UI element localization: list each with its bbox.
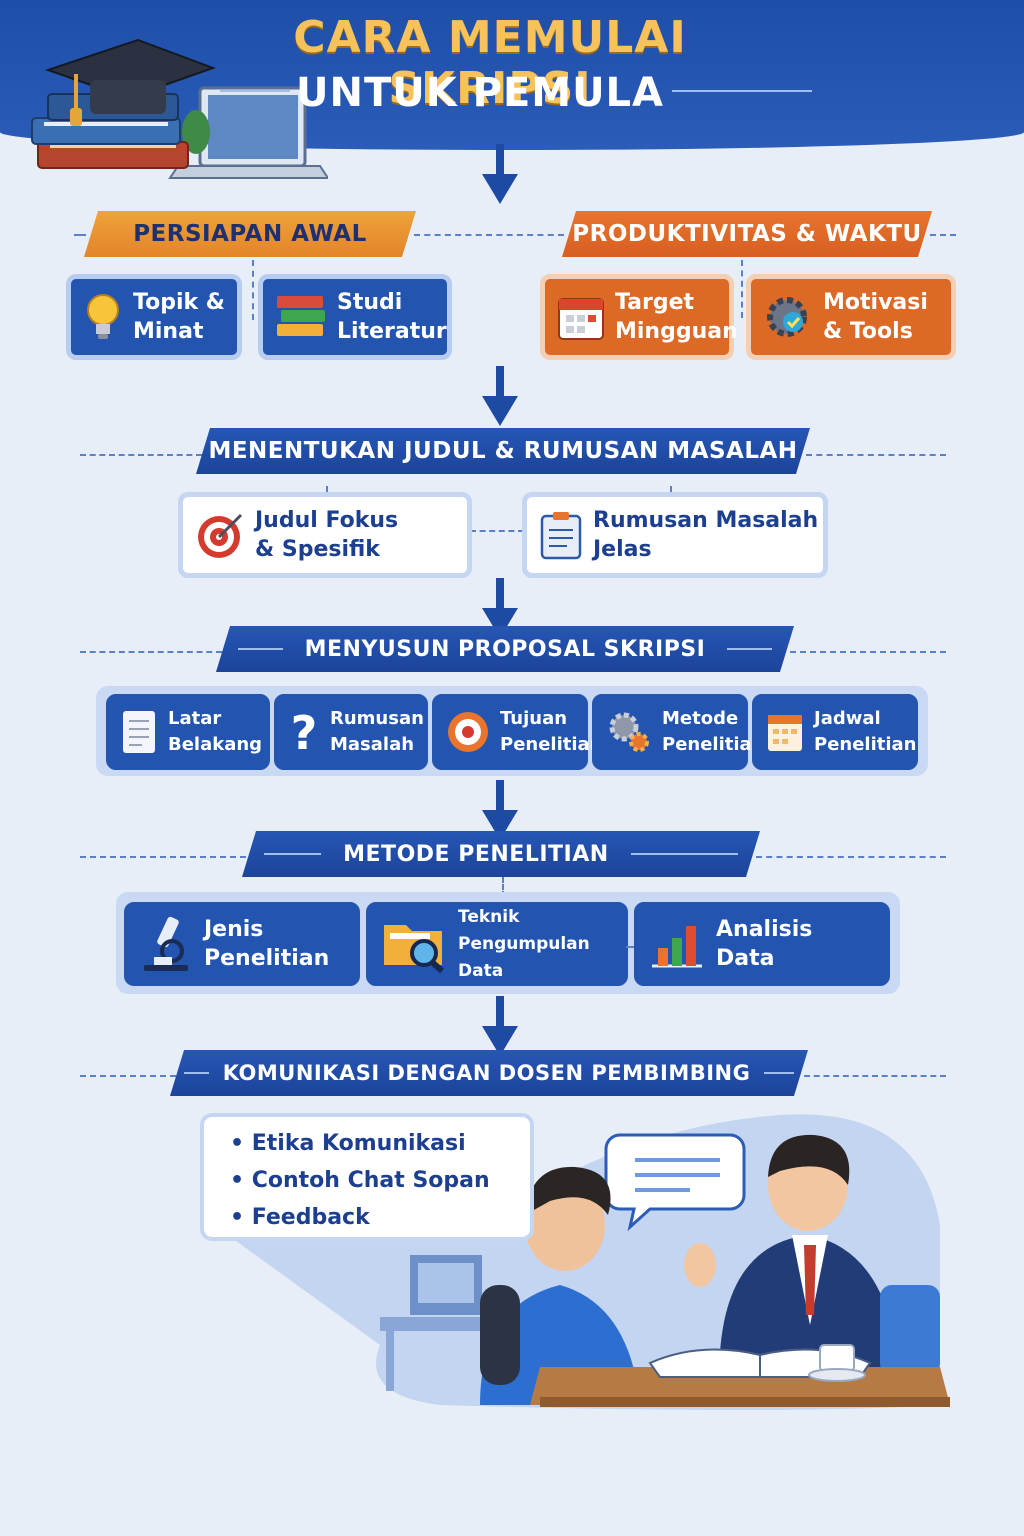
card-label: Metode Penelitian (662, 708, 765, 755)
target-arrow-icon (448, 712, 488, 752)
banner-label: KOMUNIKASI DENGAN DOSEN PEMBIMBING (222, 1061, 751, 1085)
card-label: Jenis Penelitian (204, 917, 330, 971)
banner-dash (238, 648, 283, 650)
section-banner-metode: METODE PENELITIAN (242, 831, 760, 877)
lightbulb-icon (87, 294, 119, 339)
folder-search-icon (384, 925, 445, 974)
card-teknik-pengumpulan-data: Teknik Pengumpulan Data (366, 902, 628, 986)
connector-line (930, 234, 956, 236)
microscope-icon (144, 916, 188, 971)
card-rumusan-masalah-jelas: Rumusan Masalah Jelas (522, 492, 828, 578)
card-label: Latar Belakang (168, 708, 263, 755)
card-jadwal-penelitian: Jadwal Penelitian (752, 694, 918, 770)
calendar-icon (768, 715, 802, 751)
section-banner-produktivitas: PRODUKTIVITAS & WAKTU (562, 211, 932, 257)
bullet-item: Feedback (230, 1199, 530, 1236)
target-icon (198, 513, 243, 558)
bullet-item: Etika Komunikasi (230, 1125, 530, 1162)
connector-line (252, 260, 254, 320)
connector-line (80, 1075, 176, 1077)
flow-arrow-1 (482, 144, 518, 204)
card-label: Rumusan Masalah Jelas (593, 508, 819, 562)
card-label: Rumusan Masalah (330, 708, 424, 755)
connector-line (756, 856, 946, 858)
banner-label: METODE PENELITIAN (343, 841, 609, 867)
section-banner-komunikasi: KOMUNIKASI DENGAN DOSEN PEMBIMBING (170, 1050, 808, 1096)
card-studi-literatur: Studi Literatur (258, 274, 452, 360)
connector-line (326, 486, 328, 496)
card-label: Topik & Minat (133, 290, 225, 344)
books-cap-laptop-illustration (31, 38, 328, 179)
card-metode-penelitian: Metode Penelitian (592, 694, 765, 770)
card-label: Teknik Pengumpulan Data (458, 906, 590, 981)
connector-line (670, 486, 672, 496)
flow-arrow-5 (482, 996, 518, 1056)
banner-dash (631, 853, 738, 855)
section-banner-persiapan: PERSIAPAN AWAL (84, 211, 416, 257)
consultation-scene-illustration (200, 1114, 950, 1410)
banner-dash (764, 1072, 794, 1074)
card-rumusan-masalah: ? Rumusan Masalah (274, 694, 428, 770)
card-target-mingguan: Target Mingguan (540, 274, 738, 360)
connector-line (414, 234, 564, 236)
header-divider-left (220, 90, 290, 92)
flow-arrow-2 (482, 366, 518, 426)
flow-arrow-3 (482, 578, 518, 638)
connector-line (806, 454, 946, 456)
banner-dash (184, 1072, 209, 1074)
banner-dash (727, 648, 772, 650)
clipboard-icon (540, 512, 582, 560)
section-banner-proposal: MENYUSUN PROPOSAL SKRIPSI (216, 626, 794, 672)
flow-arrow-4 (482, 780, 518, 840)
connector-line (741, 260, 743, 318)
card-label: Studi Literatur (337, 290, 447, 344)
connector-line (502, 877, 504, 897)
card-tujuan-penelitian: Tujuan Penelitian (432, 694, 603, 770)
question-icon: ? (291, 709, 318, 755)
komunikasi-bullet-list: Etika Komunikasi Contoh Chat Sopan Feedb… (200, 1113, 534, 1241)
connector-line (80, 856, 246, 858)
card-topik-minat: Topik & Minat (66, 274, 242, 360)
card-label: Jadwal Penelitian (814, 708, 917, 755)
connector-line (470, 530, 524, 532)
connector-line (80, 651, 222, 653)
card-label: Judul Fokus & Spesifik (255, 508, 399, 562)
card-label: Target Mingguan (615, 290, 738, 344)
gears-icon (609, 712, 649, 752)
card-analisis-data: Analisis Data (634, 902, 890, 986)
card-judul-fokus: Judul Fokus & Spesifik (178, 492, 472, 578)
bullet-item: Contoh Chat Sopan (230, 1162, 530, 1199)
gear-check-icon (767, 297, 807, 337)
document-icon (123, 711, 155, 753)
svg-text:?: ? (291, 709, 318, 755)
connector-line (804, 1075, 946, 1077)
page-subtitle: UNTUK PEMULA (295, 70, 664, 116)
card-label: Tujuan Penelitian (500, 708, 603, 755)
books-icon (277, 296, 325, 336)
card-jenis-penelitian: Jenis Penelitian (124, 902, 360, 986)
banner-label: MENYUSUN PROPOSAL SKRIPSI (304, 636, 706, 662)
page-title: CARA MEMULAI SKRIPSI (293, 12, 687, 114)
card-latar-belakang: Latar Belakang (106, 694, 270, 770)
calendar-icon (558, 298, 604, 340)
bar-chart-icon (652, 926, 702, 968)
connector-line (626, 946, 638, 948)
card-label: Motivasi & Tools (823, 290, 928, 344)
card-label-stack: Teknik Pengumpulan Data (458, 904, 626, 985)
connector-line (80, 454, 202, 456)
connector-line (790, 651, 946, 653)
card-label: Analisis Data (716, 917, 813, 971)
header-divider-right (672, 90, 812, 92)
card-motivasi-tools: Motivasi & Tools (746, 274, 956, 360)
section-banner-judul: MENENTUKAN JUDUL & RUMUSAN MASALAH (196, 428, 810, 474)
connector-line (74, 234, 86, 236)
banner-dash (264, 853, 321, 855)
